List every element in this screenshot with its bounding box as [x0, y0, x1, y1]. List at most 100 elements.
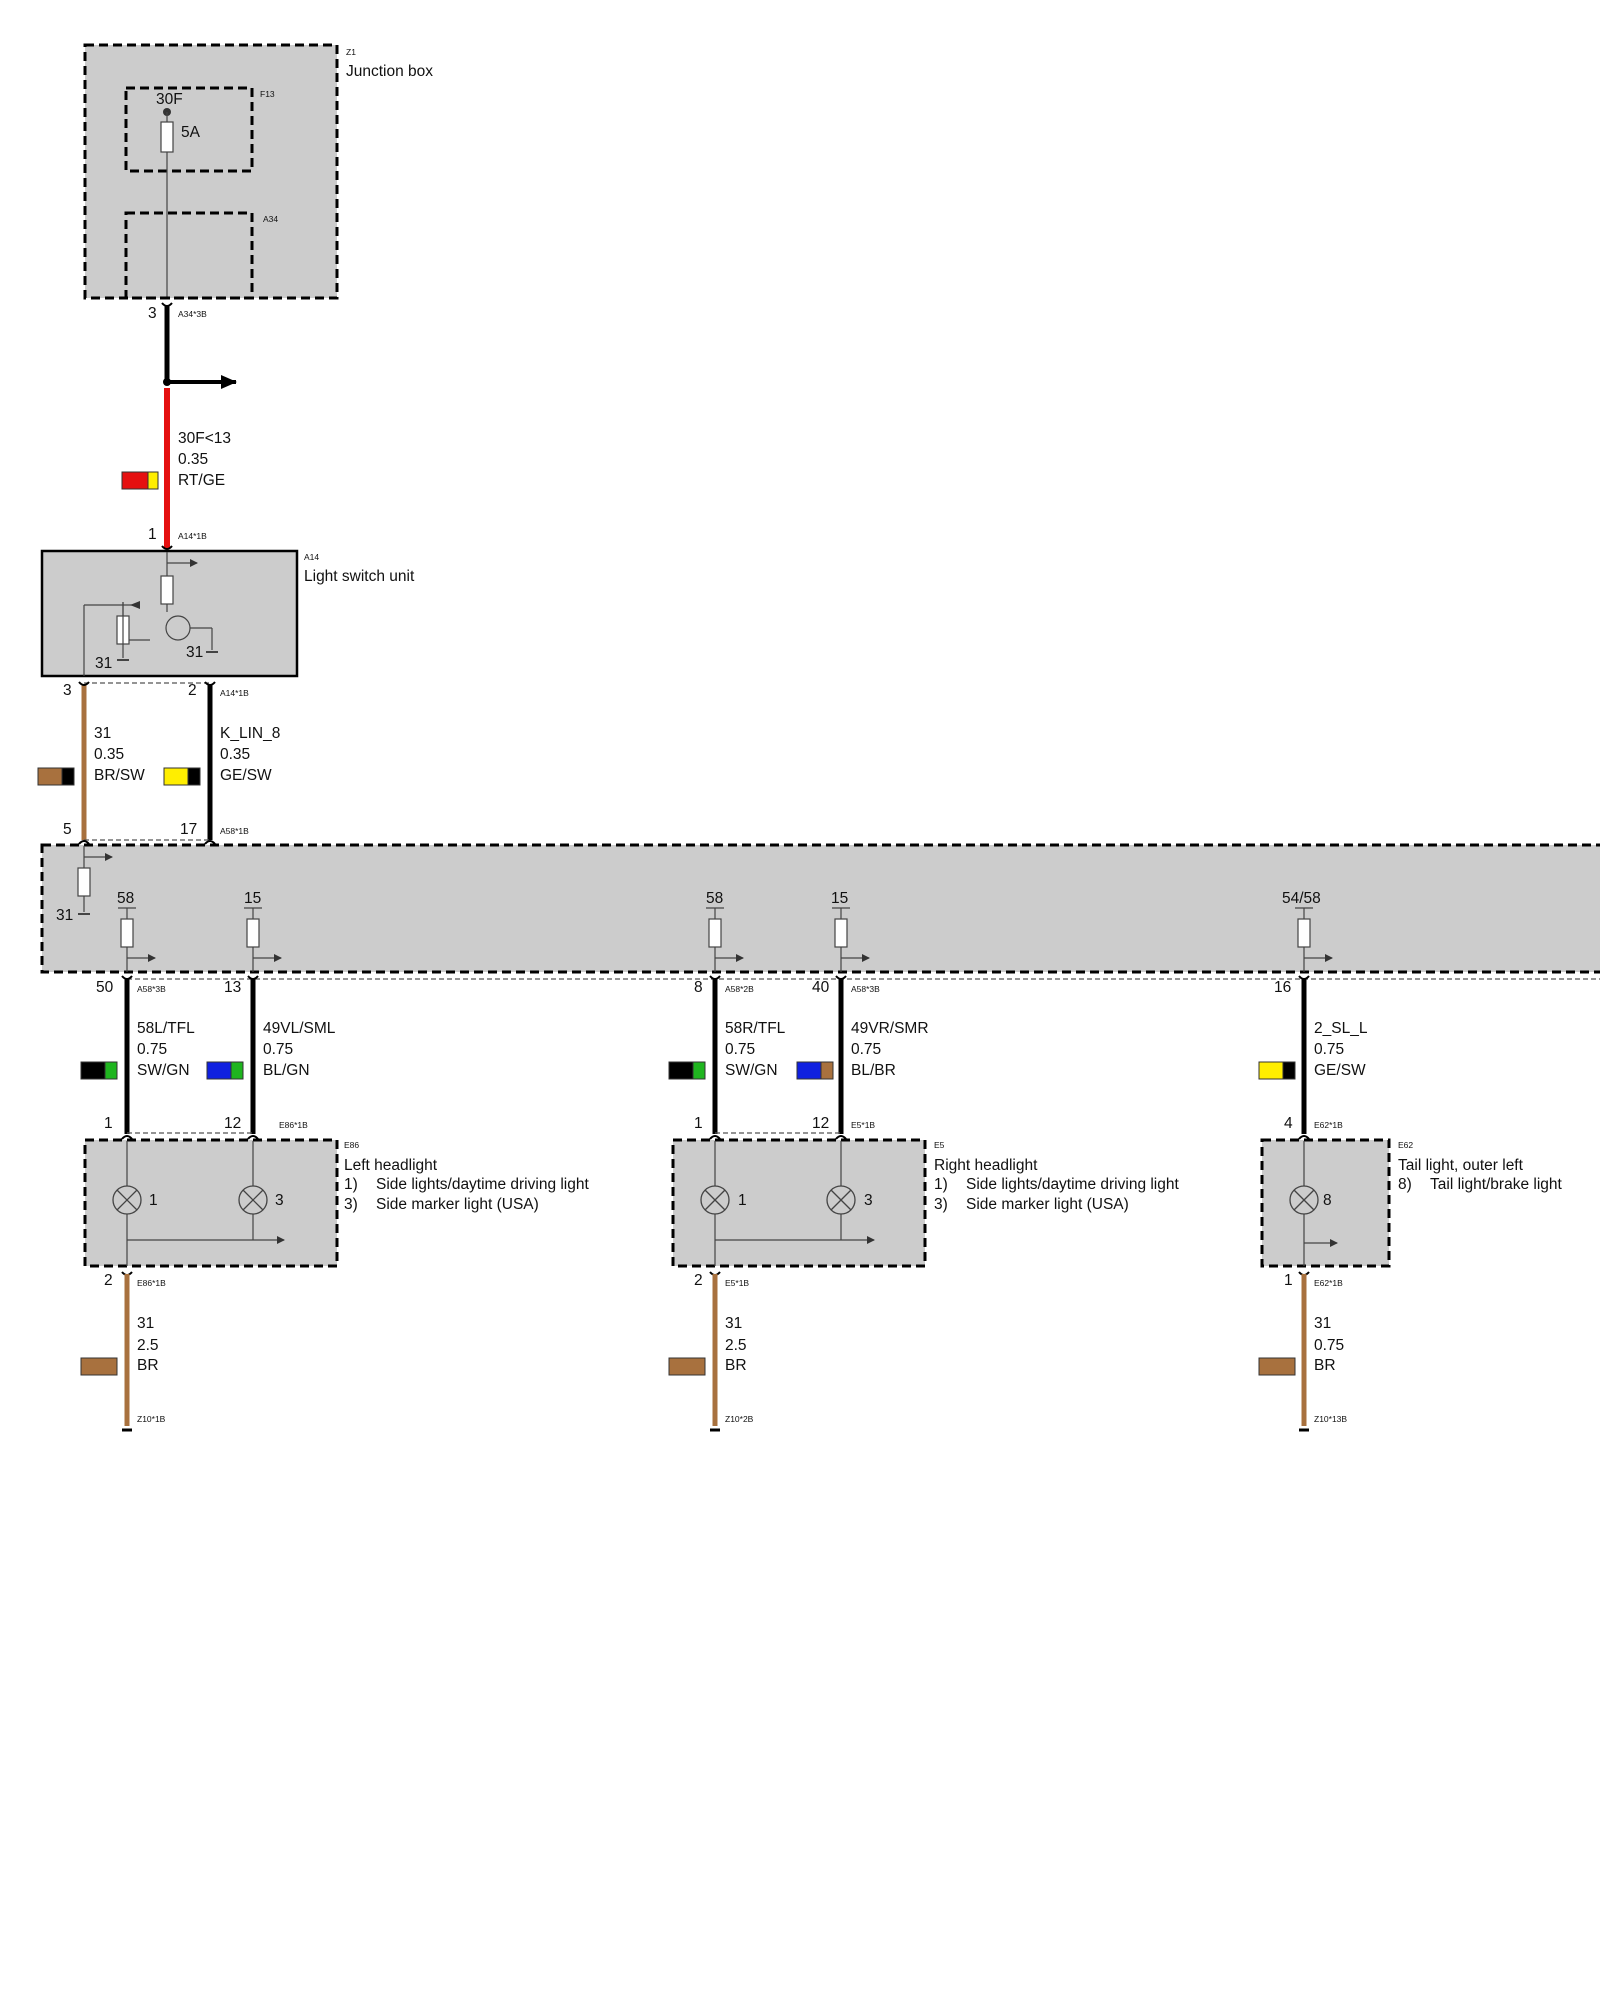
cu-terminal-label: 58 — [117, 890, 134, 907]
wire-ground-size: 0.35 — [94, 746, 124, 763]
module-a34-id: A34 — [263, 214, 278, 224]
lamp-label: 1 — [149, 1192, 158, 1209]
tail-light-title: Tail light, outer left — [1398, 1157, 1524, 1174]
switch-id: A14 — [304, 552, 319, 562]
wire-ground-signal: 31 — [94, 725, 111, 742]
legend-num: 3) — [934, 1196, 948, 1213]
output-color: GE/SW — [1314, 1062, 1366, 1079]
output-pin: 8 — [694, 979, 703, 996]
ground-wire-color: BR — [725, 1357, 747, 1374]
legend-text: Side lights/daytime driving light — [376, 1176, 589, 1193]
ground-pin: 2 — [694, 1272, 703, 1289]
legend-num: 1) — [344, 1176, 358, 1193]
junction-box-title: Junction box — [346, 63, 433, 80]
cu-terminal-label: 54/58 — [1282, 890, 1321, 907]
cu-pin-left: 5 — [63, 821, 72, 838]
color-swatch-br — [668, 1357, 706, 1376]
ground-connector: E62*1B — [1314, 1278, 1343, 1288]
output-color: BL/GN — [263, 1062, 310, 1079]
ground-wire-signal: 31 — [1314, 1315, 1331, 1332]
output-size: 0.75 — [725, 1041, 755, 1058]
cu-driver: 15 — [244, 890, 282, 972]
wire-ground-switch: 31 0.35 BR/SW — [37, 681, 145, 840]
junction-box-connector: A34*3B — [178, 309, 207, 319]
switch-connector-out: A14*1B — [220, 688, 249, 698]
output-pin: 13 — [224, 979, 241, 996]
ground-wire-color: BR — [1314, 1357, 1336, 1374]
legend-num: 1) — [934, 1176, 948, 1193]
output-color: SW/GN — [137, 1062, 190, 1079]
lamp-icon — [1289, 1185, 1319, 1215]
output-pin: 16 — [1274, 979, 1291, 996]
output-connector: A58*3B — [137, 984, 166, 994]
legend-text: Side marker light (USA) — [966, 1196, 1129, 1213]
lamp-label: 8 — [1323, 1192, 1332, 1209]
module-a34 — [124, 211, 254, 300]
right-headlight-connector: E5*1B — [851, 1120, 875, 1130]
fuse-housing — [124, 86, 254, 173]
output-signal: 58R/TFL — [725, 1020, 786, 1037]
output-size: 0.75 — [263, 1041, 293, 1058]
output-size: 0.75 — [137, 1041, 167, 1058]
load-pin: 1 — [104, 1115, 113, 1132]
legend-text: Side lights/daytime driving light — [966, 1176, 1179, 1193]
supply-wire-size: 0.35 — [178, 451, 208, 468]
output-signal: 49VR/SMR — [851, 1020, 929, 1037]
cu-terminal-label: 58 — [706, 890, 723, 907]
wire-ground-color: BR/SW — [94, 767, 145, 784]
resistor-icon — [160, 575, 174, 605]
cu-pin-lin: 17 — [180, 821, 197, 838]
color-swatch-sw-gn — [668, 1061, 706, 1080]
cu-driver: 15 — [831, 890, 870, 972]
lamp-label: 1 — [738, 1192, 747, 1209]
ground-pin: 2 — [104, 1272, 113, 1289]
output-pin: 50 — [96, 979, 114, 996]
supply-wire: 30F<13 0.35 RT/GE — [121, 302, 237, 550]
load-pin: 1 — [694, 1115, 703, 1132]
output-size: 0.75 — [1314, 1041, 1344, 1058]
lamp-icon — [238, 1185, 268, 1215]
left-headlight-connector: E86*1B — [279, 1120, 308, 1130]
wire-lin-color: GE/SW — [220, 767, 272, 784]
output-signal: 2_SL_L — [1314, 1020, 1368, 1037]
tail-light: E62*1B E62 Tail light, outer left 8) Tai… — [1258, 1120, 1563, 1432]
output-wire: 8 A58*2B 58R/TFL 0.75 SW/GN 1 — [668, 975, 786, 1134]
load-pin: 12 — [812, 1115, 829, 1132]
cu-terminal-label: 15 — [244, 890, 261, 907]
ground-point: Z10*2B — [725, 1414, 754, 1424]
ground-wire-size: 0.75 — [1314, 1337, 1344, 1354]
wire-lin-size: 0.35 — [220, 746, 250, 763]
color-swatch-ge-sw — [1258, 1061, 1296, 1080]
legend-num: 3) — [344, 1196, 358, 1213]
ground-wire-signal: 31 — [137, 1315, 154, 1332]
ground-point: Z10*13B — [1314, 1414, 1347, 1424]
switch-pin-out-right: 2 — [188, 682, 197, 699]
color-swatch-bl-gn — [206, 1061, 244, 1080]
cu-driver: 58 — [117, 890, 156, 972]
output-connector: A58*2B — [725, 984, 754, 994]
lamp-label: 3 — [864, 1192, 873, 1209]
output-signal: 58L/TFL — [137, 1020, 195, 1037]
fuse-rating: 5A — [181, 124, 201, 141]
color-swatch-ge-sw — [163, 767, 201, 786]
lamp-icon — [826, 1185, 856, 1215]
legend-text: Side marker light (USA) — [376, 1196, 539, 1213]
ground-wire-size: 2.5 — [725, 1337, 747, 1354]
junction-box-id: Z1 — [346, 47, 356, 57]
output-wire: 13 49VL/SML 0.75 BL/GN 12 — [206, 975, 336, 1134]
right-headlight: E5*1B E5 Right headlight 1) Side lights/… — [668, 1120, 1179, 1432]
tail-light-id: E62 — [1398, 1140, 1413, 1150]
right-headlight-id: E5 — [934, 1140, 945, 1150]
left-headlight: E86*1B E86 Left headlight 1) Side lights… — [80, 1120, 589, 1432]
cu-terminal-label: 15 — [831, 890, 848, 907]
cu-driver: 54/58 — [1282, 890, 1333, 972]
switch-ground-right: 31 — [186, 644, 203, 661]
legend-num: 8) — [1398, 1176, 1412, 1193]
lamp-icon — [700, 1185, 730, 1215]
fuse-id: F13 — [260, 89, 275, 99]
color-swatch-sw-gn — [80, 1061, 118, 1080]
junction-box-pin: 3 — [148, 305, 157, 322]
cu-driver: 58 — [706, 890, 744, 972]
wire-lin: K_LIN_8 0.35 GE/SW — [163, 681, 280, 840]
